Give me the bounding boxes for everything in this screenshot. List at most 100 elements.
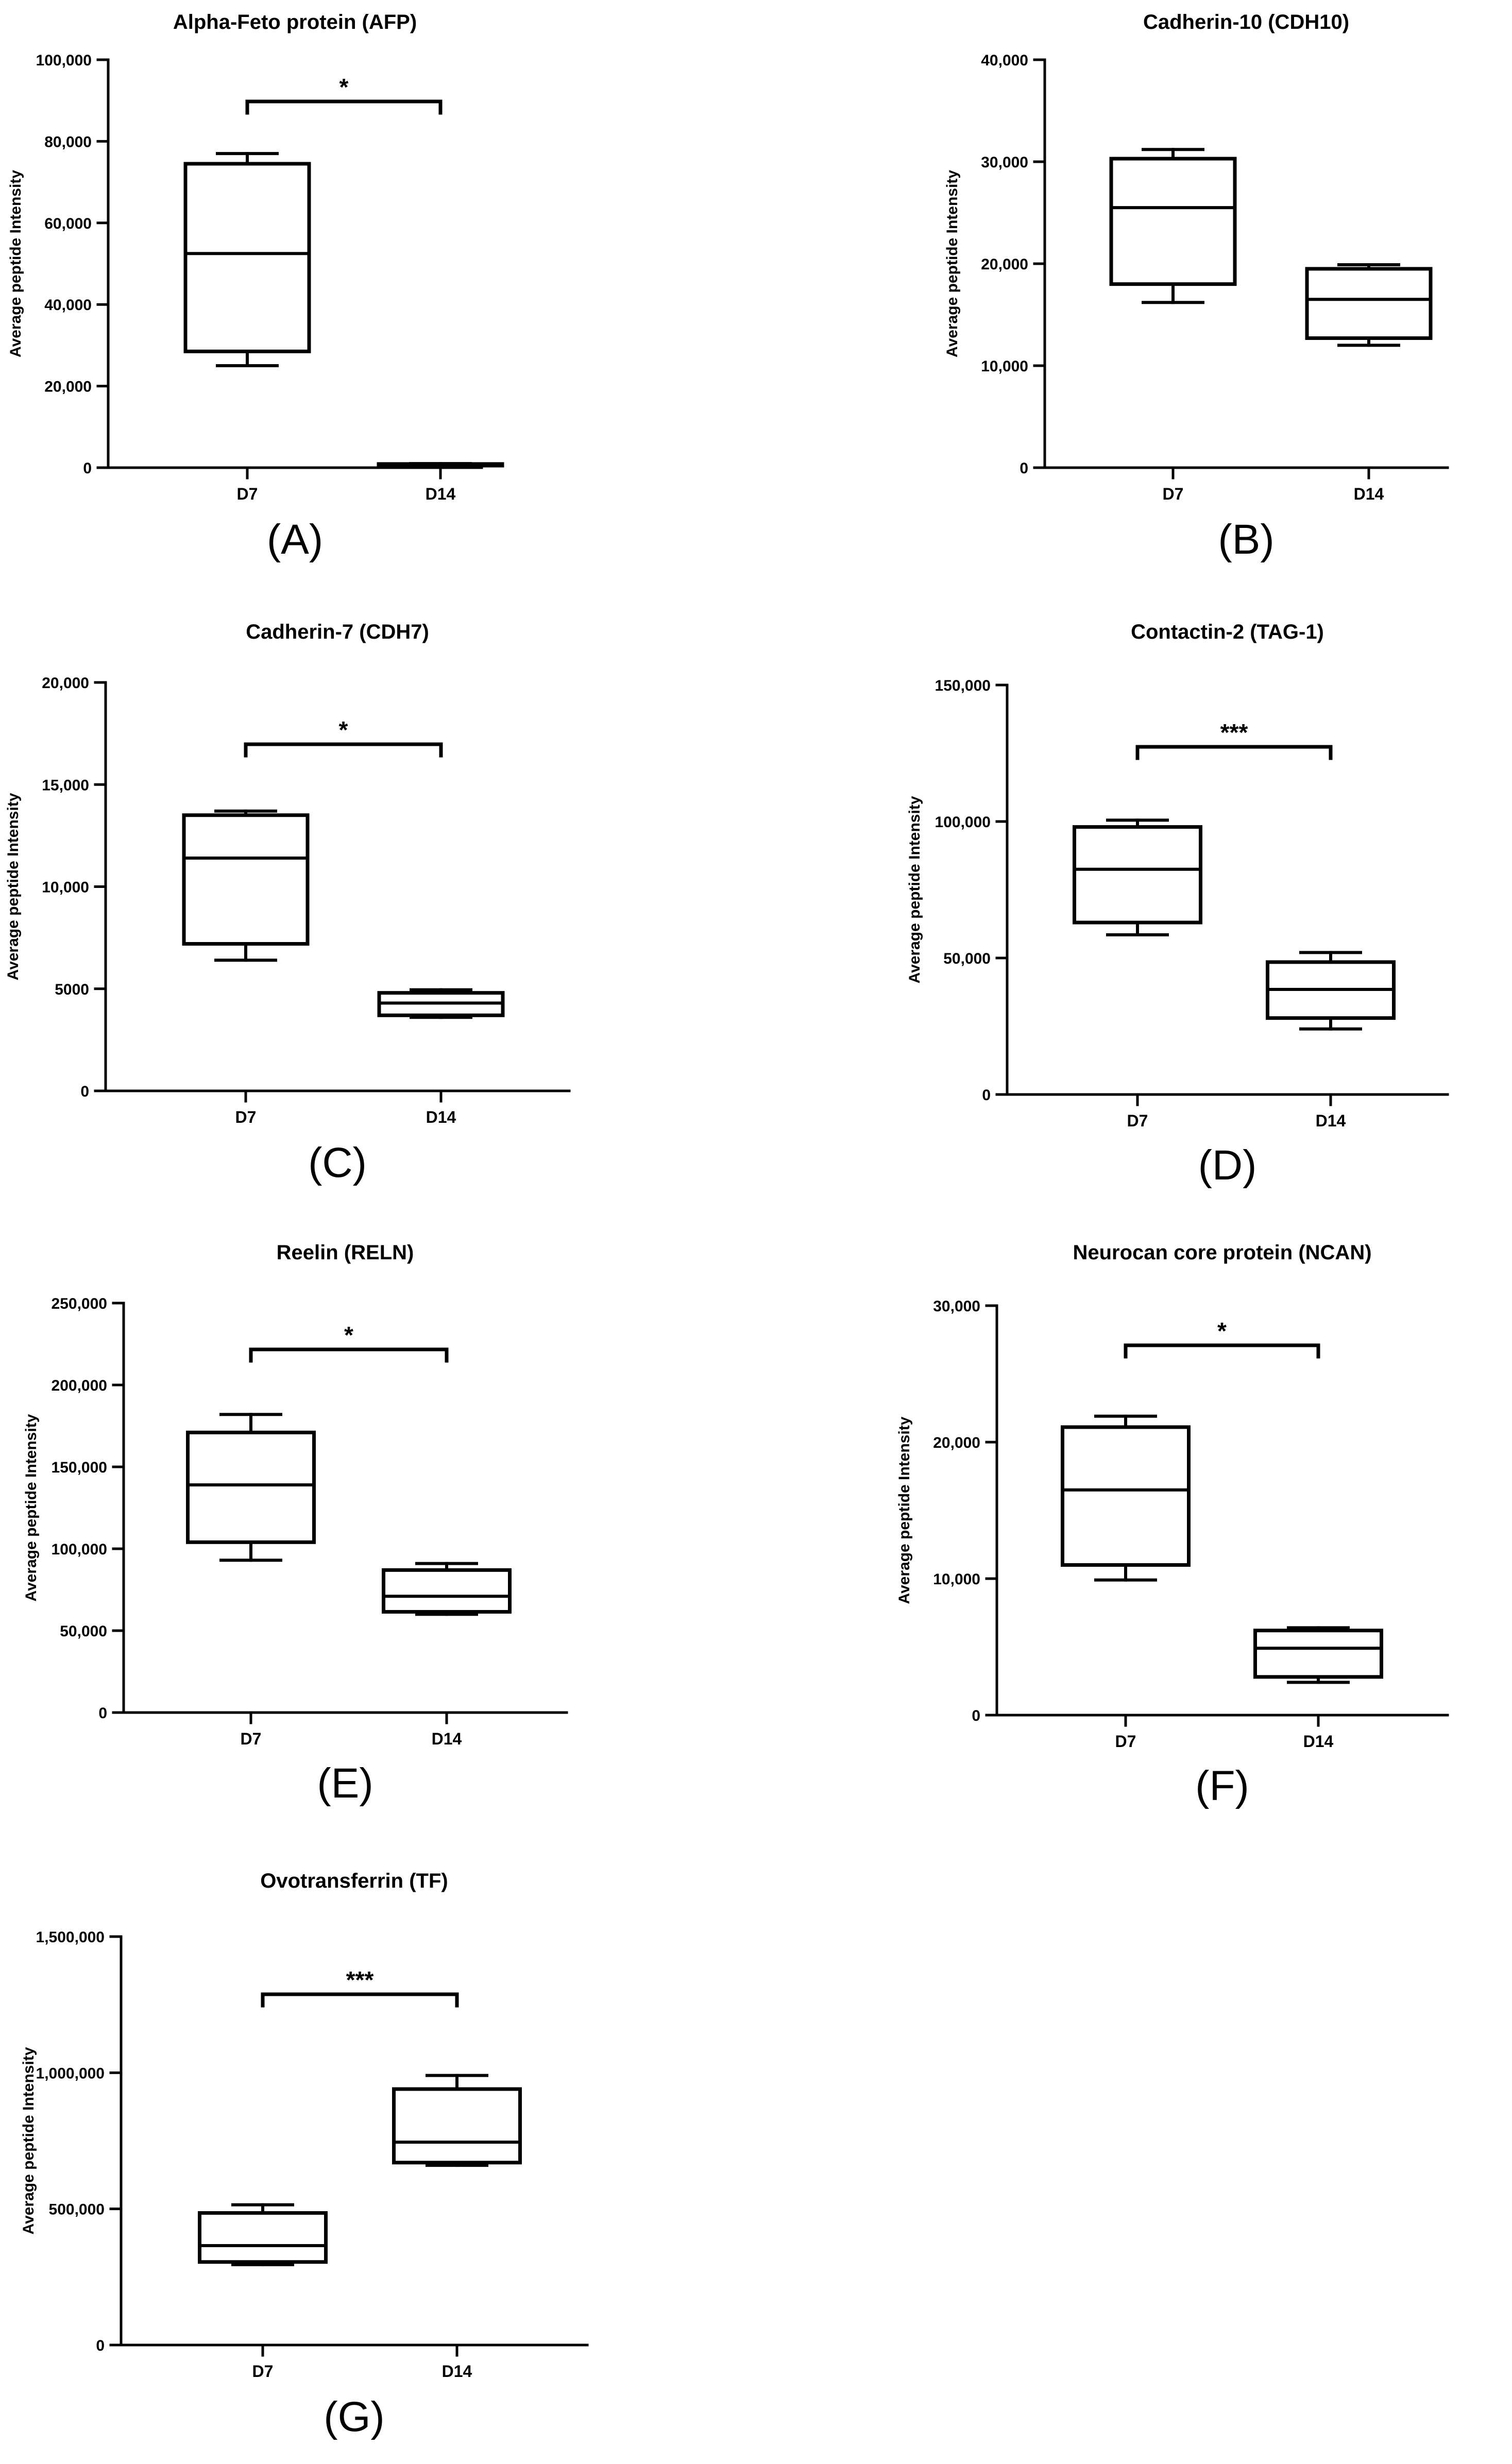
y-tick-label: 100,000 — [36, 52, 92, 69]
y-tick-label: 250,000 — [52, 1295, 107, 1312]
x-category-label: D7 — [1163, 485, 1184, 503]
box-d7 — [1061, 1414, 1191, 1582]
x-category-label: D7 — [252, 2362, 274, 2381]
box-d7 — [198, 2203, 328, 2267]
y-axis-title: Average peptide Intensity — [906, 796, 923, 983]
x-category-label: D14 — [442, 2362, 472, 2381]
x-category-label: D7 — [241, 1730, 262, 1748]
y-tick-label: 1,500,000 — [36, 1929, 105, 1946]
y-tick-label: 500,000 — [49, 2201, 105, 2218]
box-d14 — [377, 462, 504, 468]
y-tick-label: 0 — [83, 460, 92, 477]
interquartile-box — [186, 1430, 316, 1544]
x-category-label: D7 — [1127, 1111, 1148, 1130]
box-plot-panel: Cadherin-10 (CDH10) 0 10,000 20,000 30,000 40… — [944, 11, 1449, 563]
interquartile-box — [1253, 1629, 1383, 1679]
y-tick-label: 50,000 — [943, 950, 991, 967]
chart-title: Reelin (RELN) — [277, 1241, 414, 1264]
interquartile-box — [182, 813, 310, 946]
box-d7 — [183, 152, 311, 367]
significance-marker: * — [339, 74, 349, 100]
y-axis-title: Average peptide Intensity — [5, 793, 22, 980]
chart-title: Neurocan core protein (NCAN) — [1073, 1241, 1371, 1264]
interquartile-box — [1109, 157, 1237, 286]
y-tick-label: 0 — [1020, 460, 1028, 477]
y-tick-label: 150,000 — [52, 1459, 107, 1476]
x-category-label: D14 — [432, 1730, 462, 1748]
significance-marker: *** — [346, 1966, 374, 1993]
x-category-label: D14 — [1303, 1732, 1334, 1751]
box-d7 — [182, 809, 310, 962]
x-category-label: D7 — [235, 1108, 257, 1126]
significance-marker: * — [1217, 1317, 1227, 1344]
y-tick-label: 10,000 — [933, 1571, 980, 1588]
box-plot-panel: Neurocan core protein (NCAN)010,00020,00… — [896, 1241, 1449, 1809]
interquartile-box — [382, 1568, 512, 1614]
y-tick-label: 20,000 — [981, 256, 1028, 273]
y-tick-label: 50,000 — [60, 1623, 107, 1640]
significance-bracket: * — [249, 1322, 449, 1363]
box-plot-panel: Ovotransferrin (TF) 0 500,000 1,000,000 1,50… — [20, 1870, 589, 2440]
chart-title: Alpha-Feto protein (AFP) — [173, 11, 417, 33]
y-tick-label: 10,000 — [42, 879, 89, 896]
box-d14 — [1266, 951, 1396, 1031]
chart-title: Cadherin-10 (CDH10) — [1143, 11, 1349, 33]
y-axis-title: Average peptide Intensity — [7, 170, 24, 357]
y-tick-label: 100,000 — [52, 1541, 107, 1558]
y-tick-label: 60,000 — [44, 215, 92, 232]
interquartile-box — [198, 2211, 328, 2264]
y-tick-label: 0 — [972, 1707, 980, 1724]
y-axis-title: Average peptide Intensity — [20, 2047, 37, 2234]
y-tick-label: 1,000,000 — [36, 2065, 105, 2082]
y-tick-label: 30,000 — [933, 1298, 980, 1315]
y-tick-label: 20,000 — [42, 675, 89, 692]
panel-letter: (C) — [308, 1139, 367, 1186]
y-tick-label: 10,000 — [981, 358, 1028, 375]
y-axis-title: Average peptide Intensity — [896, 1416, 913, 1604]
box-d14 — [1305, 263, 1433, 347]
y-tick-label: 0 — [982, 1087, 991, 1104]
y-axis-title: Average peptide Intensity — [944, 170, 961, 357]
y-tick-label: 40,000 — [981, 52, 1028, 69]
significance-marker: * — [339, 716, 348, 743]
y-tick-label: 100,000 — [935, 814, 991, 831]
y-tick-label: 40,000 — [44, 297, 92, 314]
y-tick-label: 200,000 — [52, 1377, 107, 1394]
box-d7 — [1109, 148, 1237, 304]
box-plot-panel: Contactin-2 (TAG-1) 0 50,000 100,000 150,000… — [906, 621, 1449, 1189]
panel-letter: (A) — [267, 516, 323, 563]
x-category-label: D14 — [426, 1108, 456, 1126]
significance-bracket: * — [1124, 1317, 1320, 1359]
y-tick-label: 0 — [96, 2337, 105, 2354]
box-d7 — [1073, 818, 1202, 936]
interquartile-box — [392, 2087, 522, 2165]
x-category-label: D7 — [1115, 1732, 1136, 1751]
x-category-label: D14 — [426, 485, 456, 503]
box-d14 — [382, 1562, 512, 1616]
box-plot-panel: Alpha-Feto protein (AFP) 0 20,000 40,000 60,… — [7, 11, 504, 563]
x-category-label: D14 — [1354, 485, 1384, 503]
chart-title: Ovotransferrin (TF) — [260, 1870, 448, 1892]
y-tick-label: 30,000 — [981, 154, 1028, 171]
panel-letter: (F) — [1195, 1763, 1249, 1809]
box-d14 — [392, 2074, 522, 2167]
x-category-label: D14 — [1316, 1111, 1346, 1130]
y-tick-label: 150,000 — [935, 677, 991, 694]
x-category-label: D7 — [237, 485, 258, 503]
y-tick-label: 0 — [98, 1705, 107, 1722]
significance-bracket: *** — [1135, 719, 1333, 760]
y-tick-label: 80,000 — [44, 133, 92, 150]
y-tick-label: 20,000 — [44, 379, 92, 396]
box-d7 — [186, 1413, 316, 1562]
y-tick-label: 0 — [80, 1083, 89, 1100]
significance-bracket: * — [244, 716, 443, 758]
interquartile-box — [1305, 267, 1433, 340]
y-tick-label: 5000 — [55, 981, 89, 998]
box-d14 — [1253, 1626, 1383, 1684]
panel-letter: (B) — [1218, 516, 1274, 563]
box-plot-panel: Cadherin-7 (CDH7)0500010,00015,00020,000… — [5, 621, 571, 1186]
significance-bracket: *** — [261, 1966, 459, 2008]
significance-marker: *** — [1220, 719, 1248, 746]
chart-title: Contactin-2 (TAG-1) — [1131, 621, 1324, 643]
